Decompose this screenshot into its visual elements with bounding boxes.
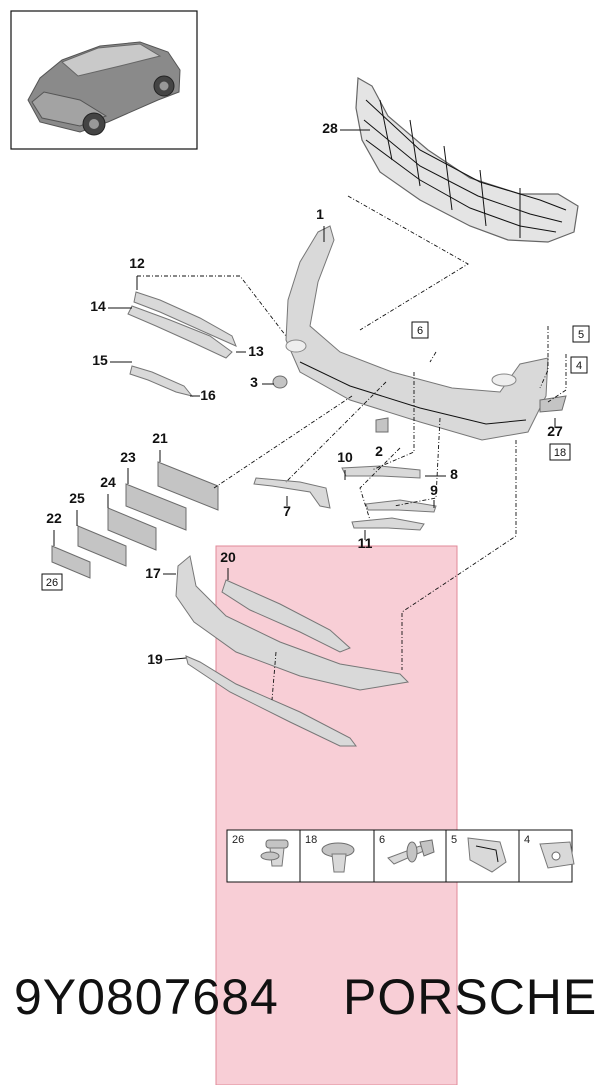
callout-12: 12 bbox=[129, 255, 145, 271]
fastener-tile-5-label: 5 bbox=[451, 834, 457, 846]
brand-caption: PORSCHE bbox=[343, 969, 598, 1025]
part-license-plate-brackets bbox=[51, 461, 219, 579]
fastener-tile-18-label: 18 bbox=[305, 834, 317, 846]
boxed-callout-18: 18 bbox=[549, 443, 571, 461]
fastener-tile-4-label: 4 bbox=[524, 834, 530, 846]
callout-7: 7 bbox=[283, 503, 291, 519]
callout-11: 11 bbox=[358, 535, 373, 551]
callout-1: 1 bbox=[316, 206, 324, 222]
callout-17: 17 bbox=[145, 565, 161, 581]
part-number-caption: 9Y0807684 bbox=[14, 969, 279, 1025]
fastener-tile-26-label: 26 bbox=[232, 834, 244, 846]
callout-3: 3 bbox=[250, 374, 258, 390]
fastener-tile-6-label: 6 bbox=[379, 834, 385, 846]
boxed-callout-6: 6 bbox=[411, 321, 429, 339]
callout-10: 10 bbox=[337, 449, 353, 465]
callout-19: 19 bbox=[147, 651, 163, 667]
callout-25: 25 bbox=[69, 490, 85, 506]
vehicle-thumbnail bbox=[10, 10, 198, 150]
callout-22: 22 bbox=[46, 510, 62, 526]
callout-24: 24 bbox=[100, 474, 116, 490]
boxed-callout-5: 5 bbox=[572, 325, 590, 343]
boxed-callout-4: 4 bbox=[570, 356, 588, 374]
part-bumper-cover bbox=[285, 225, 549, 441]
callout-16: 16 bbox=[200, 387, 216, 403]
callout-28: 28 bbox=[322, 120, 338, 136]
push-pin-icon bbox=[387, 839, 435, 865]
part-lower-spoiler bbox=[175, 555, 410, 747]
boxed-callout-18-label: 18 bbox=[554, 447, 566, 459]
boxed-callout-26-label: 26 bbox=[46, 577, 58, 589]
boxed-callout-4-label: 4 bbox=[576, 360, 582, 372]
dashed-leader-lines bbox=[137, 195, 567, 701]
callout-21: 21 bbox=[152, 430, 168, 446]
part-trim-strips bbox=[127, 291, 288, 397]
boxed-callout-6-label: 6 bbox=[417, 325, 423, 337]
rivet-clip-icon bbox=[260, 839, 289, 867]
callout-9: 9 bbox=[430, 482, 438, 498]
callout-13: 13 bbox=[248, 343, 264, 359]
boxed-callout-26: 26 bbox=[41, 573, 63, 591]
boxed-callout-5-label: 5 bbox=[578, 329, 584, 341]
fastener-strip: 26 18 6 5 4 bbox=[226, 829, 575, 883]
suv-illustration-icon bbox=[27, 41, 181, 136]
expansion-rivet-icon bbox=[321, 842, 355, 873]
spring-clip-icon bbox=[467, 837, 507, 873]
part-radiator-grille bbox=[355, 77, 579, 243]
callout-20: 20 bbox=[220, 549, 236, 565]
u-nut-clip-icon bbox=[539, 841, 575, 869]
leader-lines bbox=[53, 129, 556, 661]
callout-14: 14 bbox=[90, 298, 106, 314]
callout-labels: 28 1 12 14 13 15 3 16 27 21 2 23 10 8 24 25 7 9 22 11 20 17 19 bbox=[46, 120, 563, 667]
callout-15: 15 bbox=[92, 352, 108, 368]
callout-27: 27 bbox=[547, 423, 563, 439]
part-lower-brackets bbox=[253, 395, 567, 531]
callout-2: 2 bbox=[375, 443, 383, 459]
callout-23: 23 bbox=[120, 449, 136, 465]
callout-8: 8 bbox=[450, 466, 458, 482]
boxed-callout-labels: 6 5 4 18 26 bbox=[41, 321, 590, 591]
